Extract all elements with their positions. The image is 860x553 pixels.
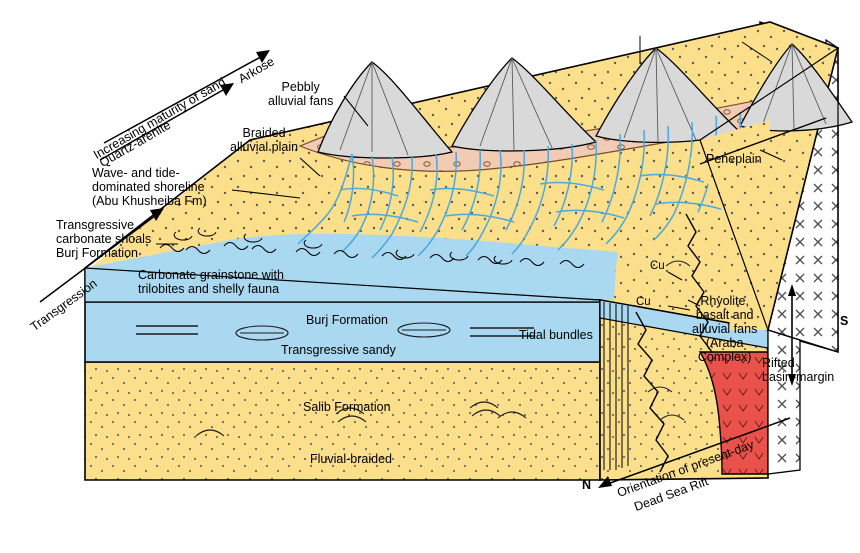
callout-rifted-basin-margin: Rifted basin-margin: [762, 356, 835, 384]
unit-label-burj-formation: Burj Formation: [306, 313, 388, 327]
unit-label-transgressive-sandy: Transgressive sandy: [281, 343, 396, 357]
callout-pebbly-alluvial-fans: Pebbly alluvial fans: [268, 80, 334, 108]
unit-label-cu-upper: Cu: [650, 260, 665, 272]
unit-label-fluvial-braided: Fluvial-braided: [310, 452, 392, 466]
unit-label-cu-lower: Cu: [636, 296, 651, 308]
callout-peneplain: Peneplain: [706, 152, 762, 166]
callout-transgressive-carbonate-shoals: Transgressive carbonate shoals Burj Form…: [56, 218, 152, 260]
compass-label-south: S: [840, 314, 849, 328]
compass-label-north: N: [582, 478, 592, 492]
callout-wave-tide-shoreline: Wave- and tide- dominated shoreline (Abu…: [92, 166, 207, 208]
unit-label-tidal-bundles: Tidal bundles: [519, 328, 593, 342]
unit-label-salib-formation: Salib Formation: [303, 400, 391, 414]
callout-braided-alluvial-plain: Braided alluvial plain: [230, 126, 299, 154]
callout-rhyolite-basalt-araba: Rhyolite, basalt and alluvial fans (Arab…: [692, 294, 758, 364]
unit-label-carbonate-grainstone: Carbonate grainstone with trilobites and…: [138, 268, 284, 296]
